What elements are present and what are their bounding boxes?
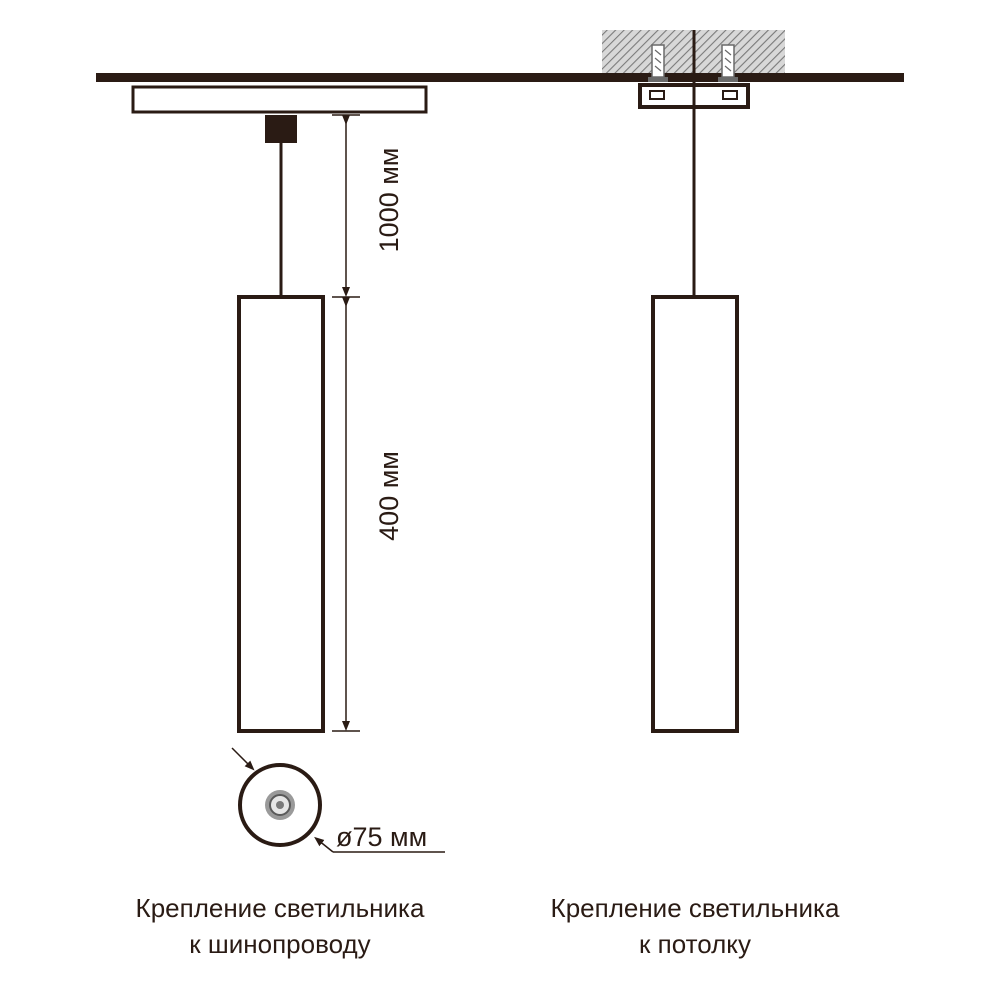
track-adapter (265, 115, 297, 143)
caption-track-line2: к шинопроводу (189, 929, 371, 959)
diameter-arrow-top (231, 747, 255, 771)
body-length-dimension: 400 мм (332, 297, 404, 732)
caption-ceiling-mount: Крепление светильника к потолку (515, 890, 875, 962)
track-mount-assembly (131, 85, 428, 733)
body-length-label: 400 мм (374, 451, 404, 541)
diameter-label: ø75 мм (336, 822, 427, 852)
ceiling-lamp-body (651, 295, 739, 733)
ceiling-mount-assembly (602, 30, 785, 733)
caption-ceiling-line2: к потолку (639, 929, 751, 959)
anchor-left (648, 44, 668, 82)
caption-ceiling-line1: Крепление светильника (550, 893, 840, 923)
lamp-bottom-view: ø75 мм (231, 747, 445, 853)
cable-length-label: 1000 мм (374, 148, 404, 253)
track-lamp-body (237, 295, 325, 733)
ceiling-line (96, 73, 904, 82)
caption-track-mount: Крепление светильника к шинопроводу (100, 890, 460, 962)
anchor-right (718, 44, 738, 82)
track-rail (131, 85, 428, 114)
caption-track-line1: Крепление светильника (135, 893, 425, 923)
cable-length-dimension: 1000 мм (332, 114, 404, 298)
lens-center (276, 801, 284, 809)
